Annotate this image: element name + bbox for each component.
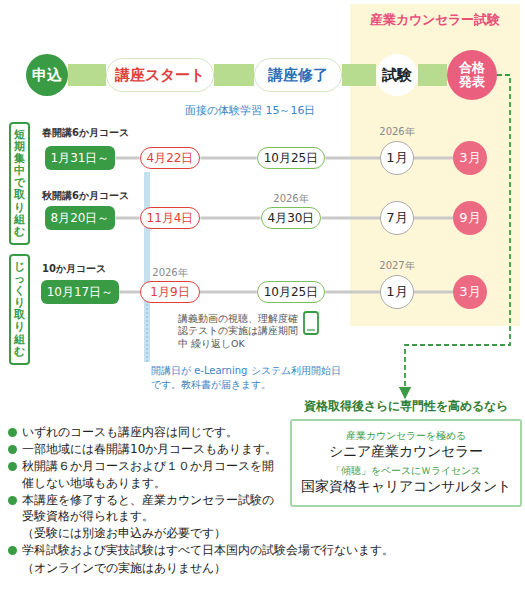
- box-heading: 資格取得後さらに専門性を高めるなら: [290, 398, 522, 415]
- bullet-dot: [8, 496, 17, 505]
- month-circle: 1月: [380, 141, 414, 175]
- timeline-line: [414, 217, 453, 220]
- node-label: 7月: [386, 209, 407, 227]
- timeline-line: [200, 157, 256, 160]
- qualification-box: 資格取得後さらに専門性を高めるなら産業カウンセラーを極めるシニア産業カウンセラー…: [290, 398, 522, 507]
- bullet-dot: [8, 546, 17, 555]
- month-circle: 1月: [380, 275, 414, 309]
- month-circle: 3月: [453, 275, 487, 309]
- node-label: じっくり取り組む: [14, 261, 25, 358]
- box-text: 国家資格キャリアコンサルタント: [298, 478, 514, 496]
- timeline-line: [414, 157, 453, 160]
- bullet-dot: [8, 462, 17, 471]
- course-name: 秋開講6か月コース: [42, 189, 129, 203]
- bullet-text: 本講座を修了すると、産業カウンセラー試験の受験資格が得られます。: [22, 492, 284, 524]
- date-pill: 10月25日: [257, 281, 326, 303]
- timeline-line: [115, 157, 139, 160]
- note: 講義動画の視聴、理解度確認テストの実施は講座期間中 繰り返しOK: [178, 313, 300, 350]
- month-circle: 9月: [453, 201, 487, 235]
- bullet-text: 学科試験および実技試験はすべて日本国内の試験会場で行ないます。: [22, 542, 512, 558]
- bullet-text: いずれのコースも講座内容は同じです。: [22, 424, 284, 440]
- node-label: 11月4日: [147, 210, 194, 227]
- date-pill: 1月9日: [140, 281, 200, 303]
- box-text: 「傾聴」をベースにＷライセンス: [298, 464, 514, 478]
- bullet-text: （受験には別途お申込みが必要です）: [22, 525, 284, 541]
- date-pill: 4月30日: [261, 207, 322, 229]
- bullet-text: （オンラインでの実施はありません）: [22, 560, 512, 576]
- box-text: 産業カウンセラーを極める: [298, 429, 514, 443]
- flow-band: [418, 64, 447, 86]
- timeline-line: [200, 291, 257, 294]
- timeline-line: [115, 217, 139, 220]
- bullet-dot: [8, 445, 17, 454]
- node-label: 講座スタート: [115, 66, 205, 85]
- month-circle: 7月: [380, 201, 414, 235]
- node-label: 試験: [382, 66, 412, 85]
- date-pill: 4月22日: [140, 147, 201, 169]
- timeline-line: [414, 291, 453, 294]
- bullet-text: 一部地域には春開講10か月コースもあります。: [22, 441, 284, 457]
- node-label: 1月: [386, 283, 407, 301]
- node-label: 講座修了: [268, 66, 328, 85]
- node-label: 10月25日: [264, 284, 319, 301]
- start-date-box: 1月31日～: [45, 146, 116, 170]
- note: 面接の体験学習 15～16日: [185, 103, 316, 118]
- start-date-box: 10月17日～: [41, 280, 120, 304]
- date-pill: 10月25日: [257, 147, 326, 169]
- month-circle: 3月: [453, 141, 487, 175]
- flow-band: [68, 64, 106, 86]
- timeline-line: [119, 291, 140, 294]
- year-label: 2026年: [152, 266, 187, 280]
- step-circle: 合格発表: [447, 50, 497, 100]
- course-name: 10か月コース: [42, 262, 106, 276]
- start-date-box: 8月20日～: [45, 206, 116, 230]
- phone-icon: [304, 312, 318, 334]
- group-tag: じっくり取り組む: [9, 254, 30, 365]
- year-label: 2026年: [379, 125, 414, 139]
- node-label: 4月30日: [268, 210, 315, 227]
- node-label: 申込: [32, 66, 62, 85]
- node-label: 短期集中で取り組む: [14, 129, 25, 238]
- node-label: 9月: [459, 209, 480, 227]
- node-label: 1月9日: [150, 284, 189, 301]
- qualification-frame: 産業カウンセラーを極めるシニア産業カウンセラー「傾聴」をベースにＷライセンス国家…: [290, 419, 522, 507]
- year-label: 2027年: [379, 259, 414, 273]
- step-circle: 申込: [26, 54, 68, 96]
- node-label: 産業カウンセラー試験: [370, 11, 500, 29]
- course-name: 春開講6か月コース: [42, 126, 129, 140]
- year-label: 2026年: [273, 192, 308, 206]
- node-label: 1月: [386, 149, 407, 167]
- box-text: シニア産業カウンセラー: [298, 443, 514, 461]
- period-line: [144, 172, 150, 362]
- node-label: 4月22日: [147, 150, 194, 167]
- note: 開講日が e-Learning システム利用開始日です。教科書が届きます。: [151, 364, 349, 391]
- date-pill: 11月4日: [140, 207, 201, 229]
- node-label: 3月: [459, 283, 480, 301]
- bullet-dot: [8, 428, 17, 437]
- node-label: 合格発表: [459, 61, 485, 90]
- node-label: 1月31日～: [51, 150, 110, 167]
- node-label: 8月20日～: [51, 210, 110, 227]
- node-label: 10月17日～: [47, 284, 114, 301]
- flow-band: [342, 64, 376, 86]
- node-label: 10月25日: [264, 150, 319, 167]
- timeline-line: [325, 157, 380, 160]
- bullet-text: 秋開講６か月コースおよび１０か月コースを開催しない地域もあります。: [22, 458, 284, 490]
- timeline-line: [325, 291, 380, 294]
- phone-icon-button: [307, 329, 315, 330]
- node-label: 3月: [459, 149, 480, 167]
- exam-panel: 産業カウンセラー試験試験 合格発表 1月 3月 7月 9月 1月 3月: [350, 4, 520, 326]
- flow-band: [214, 64, 254, 86]
- step-oval: 講座スタート: [106, 58, 214, 92]
- step-circle: 試験: [376, 54, 418, 96]
- step-oval: 講座修了: [254, 58, 342, 92]
- group-tag: 短期集中で取り組む: [9, 122, 30, 245]
- period-dots: [146, 300, 148, 362]
- timeline-line: [321, 217, 380, 220]
- timeline-line: [200, 217, 260, 220]
